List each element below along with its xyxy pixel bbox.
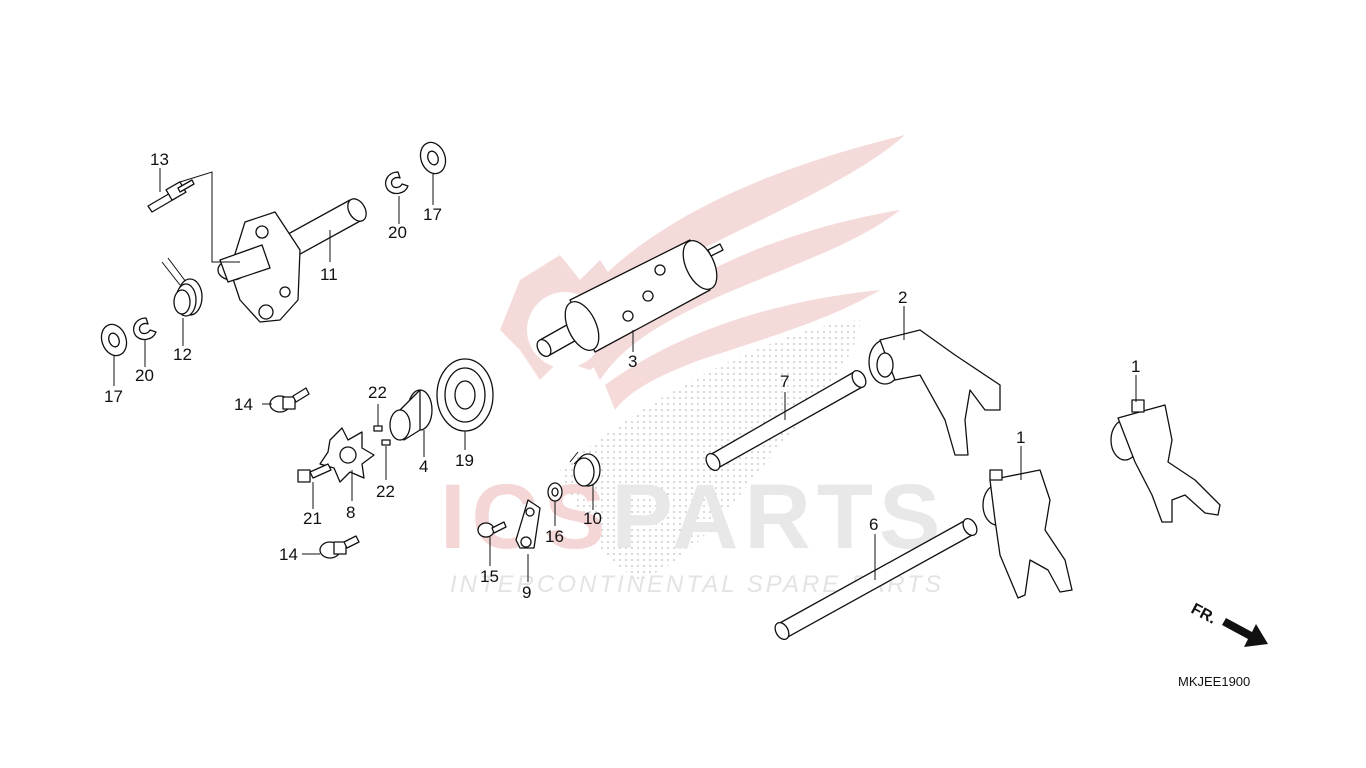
part-22-pin-upper	[373, 425, 383, 432]
callout-17-upper: 17	[423, 205, 442, 224]
svg-text:ICSPARTS: ICSPARTS	[440, 466, 946, 568]
callouts: 13 11 20 17 12 20 17 3 14 22 4 19 22 21 …	[104, 150, 1140, 602]
callout-21: 21	[303, 509, 322, 528]
front-arrow-icon	[1222, 618, 1268, 647]
callout-17-lower: 17	[104, 387, 123, 406]
part-8-drum-center	[319, 427, 375, 483]
callout-13: 13	[150, 150, 169, 169]
part-17-washer-lower	[100, 323, 128, 357]
callout-1-center: 1	[1016, 428, 1025, 447]
part-13-bolt	[147, 179, 195, 213]
front-direction-indicator: FR.	[1188, 601, 1268, 647]
part-12-return-spring	[161, 257, 203, 317]
halftone-shadow	[560, 320, 860, 580]
part-22-pin-lower	[381, 439, 391, 446]
watermark-brand-suffix: PARTS	[611, 466, 946, 568]
callout-7: 7	[780, 372, 789, 391]
callout-20-lower: 20	[135, 366, 154, 385]
callout-10: 10	[583, 509, 602, 528]
callout-8: 8	[346, 503, 355, 522]
callout-16: 16	[545, 527, 564, 546]
part-10-stopper-spring	[569, 451, 601, 487]
diagram-reference-code: MKJEE1900	[1178, 674, 1250, 689]
part-9-stopper-arm	[515, 499, 541, 549]
part-14-bolt-lower	[319, 535, 360, 559]
callout-4: 4	[419, 457, 428, 476]
part-14-bolt-upper	[269, 387, 310, 413]
part-6-fork-shaft	[774, 517, 978, 641]
part-2-shift-fork	[868, 329, 1001, 456]
part-16-washer	[547, 482, 563, 502]
callout-9: 9	[522, 583, 531, 602]
callout-3: 3	[628, 352, 637, 371]
callout-12: 12	[173, 345, 192, 364]
part-17-washer-upper	[419, 141, 447, 175]
part-4-collar	[389, 389, 433, 441]
callout-22-lower: 22	[376, 482, 395, 501]
part-1-shift-fork-right	[1110, 399, 1221, 523]
callout-19: 19	[455, 451, 474, 470]
part-15-bolt	[477, 521, 507, 538]
part-7-fork-shaft	[705, 369, 867, 472]
leader-lines	[113, 168, 1137, 582]
front-direction-label: FR.	[1188, 601, 1219, 628]
callout-11: 11	[320, 265, 338, 284]
callout-6: 6	[869, 515, 878, 534]
callout-2: 2	[898, 288, 907, 307]
callout-15: 15	[480, 567, 499, 586]
part-21-bolt	[297, 463, 332, 483]
callout-1-right: 1	[1131, 357, 1140, 376]
part-1-shift-fork-center	[982, 469, 1073, 599]
callout-22-upper: 22	[368, 383, 387, 402]
part-3-shift-drum	[536, 239, 724, 358]
part-20-circlip-upper	[384, 171, 409, 195]
part-19-bearing	[436, 358, 494, 432]
part-20-circlip-lower	[132, 317, 157, 341]
callout-14-upper: 14	[234, 395, 253, 414]
callout-14-lower: 14	[279, 545, 298, 564]
callout-20-upper: 20	[388, 223, 407, 242]
part-11-shift-spindle	[217, 198, 367, 323]
